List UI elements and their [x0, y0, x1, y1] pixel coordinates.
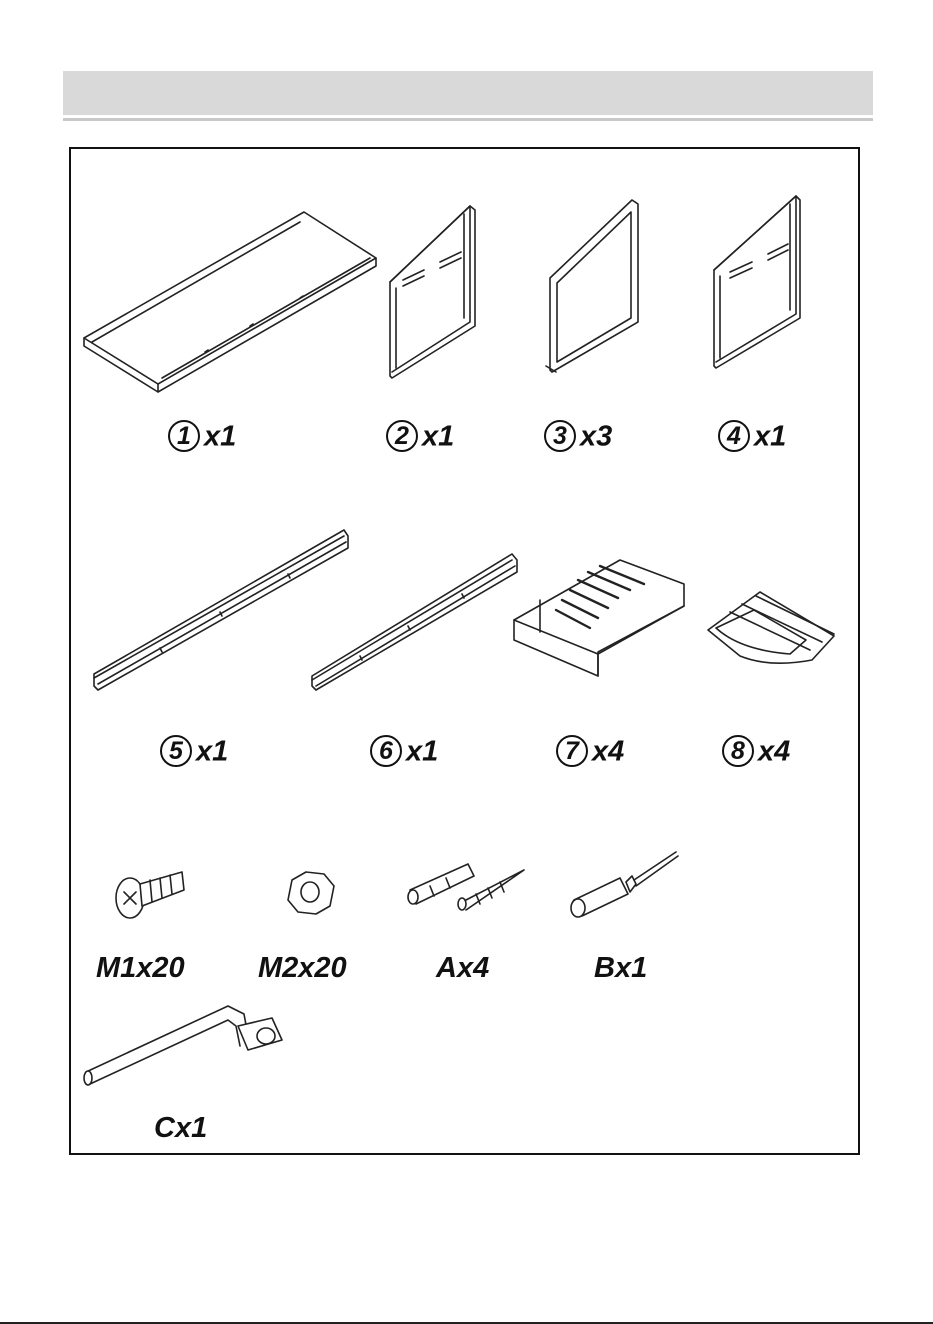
- hardware-label-m2: M2x20: [258, 953, 347, 983]
- part-number-badge: 2: [386, 420, 418, 452]
- part-number-badge: 1: [168, 420, 200, 452]
- part-quantity: x3: [580, 420, 612, 452]
- part-quantity: x1: [196, 735, 228, 767]
- screwdriver-icon: [571, 852, 678, 917]
- hardware-label-a: Ax4: [436, 953, 489, 983]
- shelf-board-icon: [84, 212, 376, 392]
- screw-icon: [116, 872, 184, 918]
- hardware-label-b: Bx1: [594, 953, 647, 983]
- socket-wrench-icon: [84, 1006, 282, 1085]
- wall-anchor-icon: [408, 864, 524, 910]
- part-quantity: x1: [422, 420, 454, 452]
- part-number-badge: 8: [722, 735, 754, 767]
- long-rail-icon: [94, 530, 348, 690]
- part-number-badge: 6: [370, 735, 402, 767]
- hex-nut-icon: [288, 872, 334, 914]
- hardware-label-c: Cx1: [154, 1113, 207, 1143]
- short-rail-icon: [312, 554, 517, 690]
- roller-holder-icon: [708, 592, 834, 663]
- part-number-badge: 7: [556, 735, 588, 767]
- part-quantity: x1: [406, 735, 438, 767]
- side-panel-icon-2: [714, 196, 800, 368]
- part-number-badge: 3: [544, 420, 576, 452]
- part-quantity: x4: [592, 735, 624, 767]
- divider-frame-icon: [546, 200, 638, 372]
- part-number-badge: 5: [160, 735, 192, 767]
- drawer-tray-icon: [514, 560, 684, 676]
- part-quantity: x4: [758, 735, 790, 767]
- part-quantity: x1: [754, 420, 786, 452]
- part-number-badge: 4: [718, 420, 750, 452]
- part-quantity: x1: [204, 420, 236, 452]
- side-panel-icon: [390, 206, 475, 378]
- hardware-label-m1: M1x20: [96, 953, 185, 983]
